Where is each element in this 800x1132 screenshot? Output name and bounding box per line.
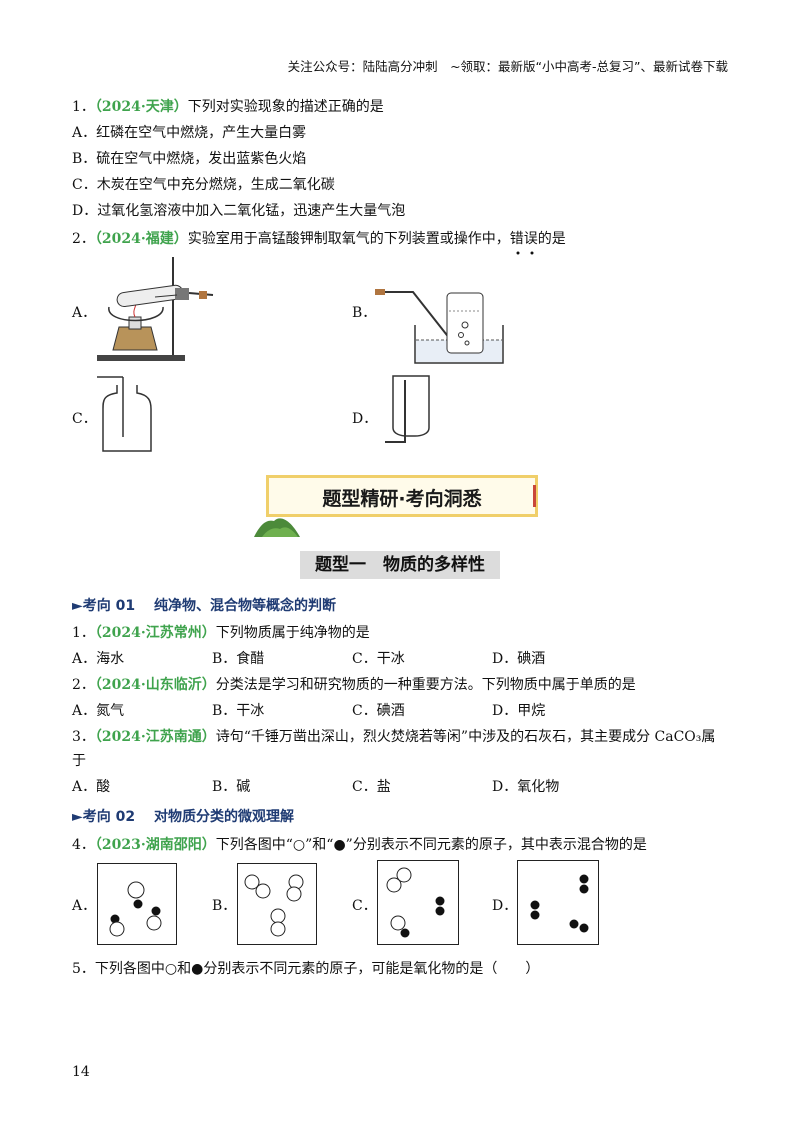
source-tag: （2023·湖南邵阳） — [94, 837, 216, 853]
option-b: B．硫在空气中燃烧，发出蓝紫色火焰 — [72, 151, 307, 167]
source-tag: （2024·天津） — [94, 99, 188, 115]
question-stem: 下列对实验现象的描述正确的是 — [187, 99, 384, 115]
diagram-label-b: B． — [212, 898, 237, 914]
question-stem: 诗句“千锤万凿出深山，烈火焚烧若等闲”中涉及的石灰石，其主要成分 CaCO₃属 — [215, 729, 716, 745]
option-a: A．酸 — [72, 779, 111, 795]
option-a: A．红磷在空气中燃烧，产生大量白雾 — [72, 125, 307, 141]
heating-apparatus-image — [97, 257, 214, 361]
banner-accent — [533, 485, 536, 507]
apparatus-label-d: D． — [352, 411, 378, 427]
question-stem: 分类法是学习和研究物质的一种重要方法。下列物质中属于单质的是 — [215, 677, 636, 693]
banner-frame — [266, 475, 538, 517]
type-title: 题型一 物质的多样性 — [300, 551, 500, 579]
diagram-label-c: C． — [352, 898, 377, 914]
apparatus-label-c: C． — [72, 411, 97, 427]
option-d: D．过氧化氢溶液中加入二氧化锰，迅速产生大量气泡 — [72, 203, 406, 219]
question-stem-continued: 于 — [72, 753, 86, 769]
particle-box-b — [237, 863, 317, 945]
practice-3: 3．（2024·江苏南通）诗句“千锤万凿出深山，烈火焚烧若等闲”中涉及的石灰石，… — [72, 728, 715, 746]
diagram-label-a: A． — [72, 898, 97, 914]
option-c: C．盐 — [352, 779, 391, 795]
question-number: 1． — [72, 99, 95, 115]
source-tag: （2024·福建） — [94, 231, 188, 247]
apparatus-label-a: A． — [72, 305, 97, 321]
source-tag: （2024·江苏南通） — [94, 729, 216, 745]
question-stem: 实验室用于高锰酸钾制取氧气的下列装置或操作中，错误的是 — [187, 231, 566, 247]
option-c: C．木炭在空气中充分燃烧，生成二氧化碳 — [72, 177, 335, 193]
practice-5: 5．下列各图中○和●分别表示不同元素的原子，可能是氧化物的是（ ） — [72, 961, 540, 977]
practice-2: 2．（2024·山东临沂）分类法是学习和研究物质的一种重要方法。下列物质中属于单… — [72, 676, 636, 694]
question-number: 4． — [72, 837, 95, 853]
practice-4: 4．（2023·湖南邵阳）下列各图中“○”和“●”分别表示不同元素的原子，其中表… — [72, 836, 647, 854]
diagram-label-d: D． — [492, 898, 518, 914]
question-1: 1．（2024·天津）下列对实验现象的描述正确的是 — [72, 98, 384, 116]
question-number: 2． — [72, 231, 95, 247]
banner-title: 题型精研·考向洞悉 — [322, 488, 482, 510]
page-header: 关注公众号：陆陆高分冲刺 ~领取：最新版“小中高考-总复习”、最新试卷下载 — [287, 59, 728, 74]
question-2: 2．（2024·福建）实验室用于高锰酸钾制取氧气的下列装置或操作中，错误的是 — [72, 230, 566, 248]
question-number: 1． — [72, 625, 95, 641]
mountain-icon — [254, 518, 300, 537]
option-d: D．碘酒 — [492, 651, 546, 667]
particle-box-d — [517, 860, 599, 945]
option-b: B．碱 — [212, 779, 251, 795]
section-banner: 题型精研·考向洞悉 — [262, 475, 542, 521]
option-a: A．氮气 — [72, 703, 125, 719]
question-number: 3． — [72, 729, 95, 745]
bottle-long-tube-image — [97, 376, 152, 452]
question-stem: 下列各图中“○”和“●”分别表示不同元素的原子，其中表示混合物的是 — [215, 837, 647, 853]
option-a: A．海水 — [72, 651, 125, 667]
emphasis-dots — [516, 251, 534, 255]
practice-1: 1．（2024·江苏常州）下列物质属于纯净物的是 — [72, 624, 370, 642]
gas-collection-image — [375, 289, 504, 364]
particle-box-a — [97, 863, 177, 945]
option-b: B．干冰 — [212, 703, 265, 719]
apparatus-label-b: B． — [352, 305, 377, 321]
source-tag: （2024·江苏常州） — [94, 625, 216, 641]
topic-heading-2: ►考向 02 对物质分类的微观理解 — [72, 809, 294, 825]
page-number: 14 — [72, 1064, 90, 1080]
particle-box-c — [377, 860, 459, 945]
option-c: C．干冰 — [352, 651, 405, 667]
question-stem: 下列物质属于纯净物的是 — [215, 625, 370, 641]
option-c: C．碘酒 — [352, 703, 405, 719]
topic-heading-1: ►考向 01 纯净物、混合物等概念的判断 — [72, 598, 336, 614]
question-number: 2． — [72, 677, 95, 693]
option-d: D．氧化物 — [492, 779, 560, 795]
source-tag: （2024·山东临沂） — [94, 677, 216, 693]
inverted-bottle-image — [385, 375, 430, 443]
option-b: B．食醋 — [212, 651, 265, 667]
option-d: D．甲烷 — [492, 703, 546, 719]
